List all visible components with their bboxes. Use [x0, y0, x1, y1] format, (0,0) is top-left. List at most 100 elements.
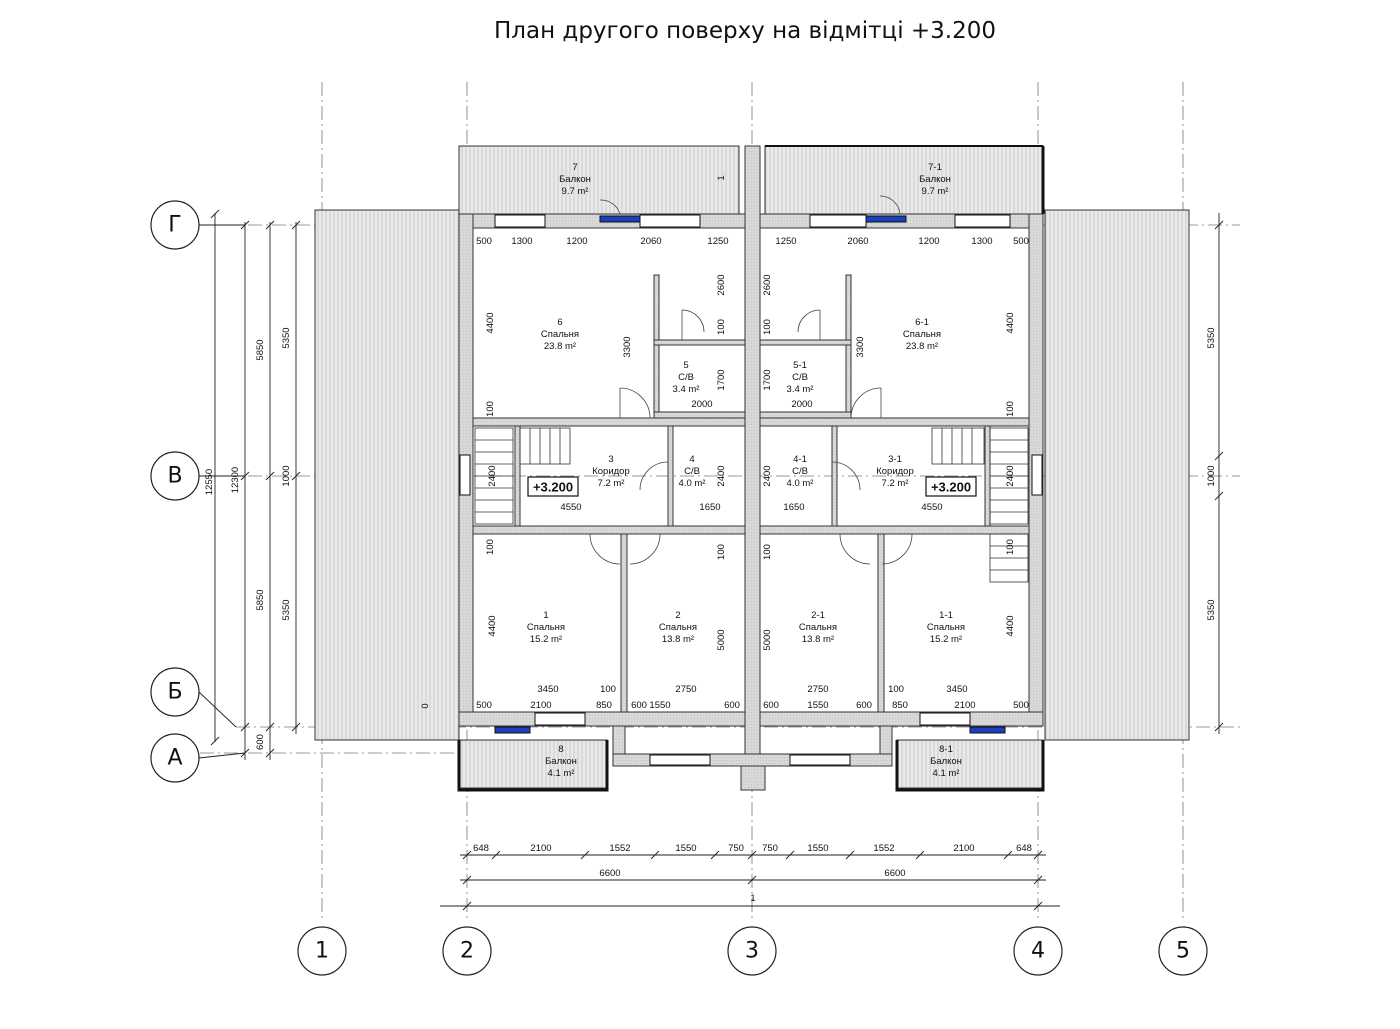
room-name: С/В: [684, 466, 700, 477]
room-label: 5С/В3.4 m²: [673, 360, 700, 395]
dimension-value: 100: [485, 401, 496, 417]
dimension-value: 5350: [1206, 599, 1217, 620]
room-name: С/В: [792, 372, 808, 383]
room-no: 4-1: [793, 454, 807, 465]
room-no: 1-1: [939, 610, 953, 621]
room-name: Коридор: [592, 466, 630, 477]
room-name: Коридор: [876, 466, 914, 477]
axis-label: В: [167, 464, 182, 489]
dimension-value: 4550: [560, 502, 581, 513]
room-no: 7-1: [928, 162, 942, 173]
room-area: 3.4 m²: [673, 384, 700, 395]
balcony-7: [458, 145, 740, 215]
dimension-value: 4400: [485, 312, 496, 333]
roof-right: [1044, 209, 1190, 741]
level-mark-left: +3.200: [533, 480, 573, 495]
room-area: 4.1 m²: [933, 768, 960, 779]
axis-bubble-Г: Г: [150, 200, 200, 250]
dimension-value: 2750: [807, 684, 828, 695]
room-area: 23.8 m²: [544, 341, 576, 352]
room-name: Балкон: [919, 174, 951, 185]
axis-bubble-2: 2: [442, 926, 492, 976]
dimension-value: 5350: [1206, 327, 1217, 348]
room-name: Спальня: [927, 622, 965, 633]
room-area: 4.0 m²: [787, 478, 814, 489]
axis-bubble-В: В: [150, 451, 200, 501]
dimension-value: 2100: [953, 843, 974, 854]
dimension-value: 3300: [855, 336, 866, 357]
dimension-value: 3300: [622, 336, 633, 357]
room-no: 3: [608, 454, 613, 465]
axis-label: Б: [167, 680, 182, 705]
dimension-value: 1552: [873, 843, 894, 854]
balcony-7-1: [764, 145, 1044, 215]
dimension-value: 4400: [1005, 615, 1016, 636]
axis-label: 4: [1031, 939, 1045, 964]
dimension-value: 1250: [707, 236, 728, 247]
room-no: 4: [689, 454, 694, 465]
dimension-value: 2060: [847, 236, 868, 247]
dimension-value: 100: [600, 684, 616, 695]
dimension-value: 600: [724, 700, 740, 711]
dimension-value: 1650: [783, 502, 804, 513]
room-no: 5-1: [793, 360, 807, 371]
dimension-value: 12550: [204, 469, 215, 495]
axis-label: А: [167, 746, 182, 771]
room-area: 15.2 m²: [530, 634, 562, 645]
dimension-value: 100: [716, 319, 727, 335]
room-label: 5-1С/В3.4 m²: [787, 360, 814, 395]
dimension-value: 5350: [281, 599, 292, 620]
dimension-value: 2100: [954, 700, 975, 711]
dimension-value: 1200: [566, 236, 587, 247]
top-balconies: [458, 145, 1045, 215]
dimension-value: 4400: [1005, 312, 1016, 333]
room-name: Спальня: [541, 329, 579, 340]
room-no: 7: [572, 162, 577, 173]
dimension-value: 2600: [716, 274, 727, 295]
dimension-value: 1650: [699, 502, 720, 513]
dimension-value: 1300: [511, 236, 532, 247]
dimension-value: 500: [1013, 236, 1029, 247]
room-label: 4С/В4.0 m²: [679, 454, 706, 489]
dimension-value: 750: [762, 843, 778, 854]
dimension-value: 500: [476, 236, 492, 247]
room-name: Спальня: [659, 622, 697, 633]
dimension-value: 1300: [971, 236, 992, 247]
axis-label: Г: [168, 213, 181, 238]
room-area: 3.4 m²: [787, 384, 814, 395]
dimension-value: 100: [762, 544, 773, 560]
axis-bubble-Б: Б: [150, 667, 200, 717]
room-area: 9.7 m²: [562, 186, 589, 197]
dimension-value: 0: [420, 703, 431, 708]
room-no: 2-1: [811, 610, 825, 621]
dimension-value: 2400: [716, 465, 727, 486]
dimension-value: 600: [856, 700, 872, 711]
dimension-value: 1000: [281, 465, 292, 486]
axis-bubble-5: 5: [1158, 926, 1208, 976]
room-area: 7.2 m²: [598, 478, 625, 489]
dimension-value: 1550: [807, 700, 828, 711]
dimension-value: 6600: [884, 868, 905, 879]
dimension-value: 4400: [487, 615, 498, 636]
level-marks: +3.200 +3.200: [527, 476, 977, 497]
roof-left: [314, 209, 460, 741]
dimension-value: 5350: [281, 327, 292, 348]
room-label: 4-1С/В4.0 m²: [787, 454, 814, 489]
axis-bubble-4: 4: [1013, 926, 1063, 976]
dimension-value: 3450: [537, 684, 558, 695]
dimension-value: 100: [716, 544, 727, 560]
dimension-value: 500: [476, 700, 492, 711]
dimension-value: 4550: [921, 502, 942, 513]
balcony-8: [458, 739, 608, 789]
room-area: 13.8 m²: [802, 634, 834, 645]
roof-areas: [314, 209, 1190, 741]
